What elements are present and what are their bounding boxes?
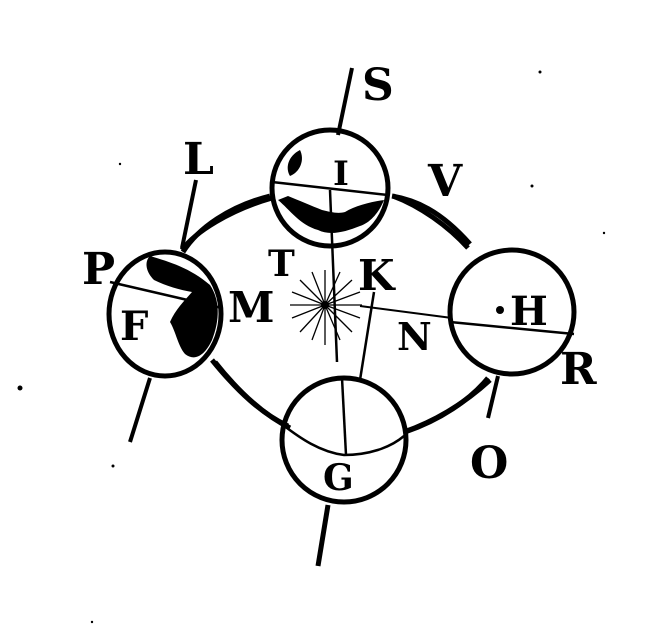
globe-left-land [146,256,218,358]
label-h: H [510,288,548,335]
sun [290,270,362,345]
label-n: N [397,314,432,359]
orbit-ring-left-top [180,193,271,254]
label-l: L [183,134,214,185]
ink-specks [17,70,606,624]
globe-bottom [279,375,409,567]
orbit-ring-right-bottom [403,378,492,435]
orbit-ring-right-top [392,193,470,250]
k-to-g-line [358,291,376,381]
globe-right-dot [496,306,504,314]
label-g: G [323,457,354,499]
label-m: M [228,283,275,332]
globe-right-axis-bottom [486,375,500,419]
label-i: I [333,154,349,194]
label-r: R [560,344,597,395]
globe-right [447,247,577,419]
globe-top-land [278,196,384,233]
globe-bottom-axis-pole [315,504,331,567]
label-f: F [120,303,148,350]
k-to-h-line [359,305,453,319]
label-t: T [268,243,295,285]
label-o: O [470,438,508,489]
globe-left-axis-top [180,179,198,249]
globe-top-axis-pole [336,67,354,136]
globe-left [106,179,224,443]
orbit-ring-left-bottom [210,358,290,429]
globe-top [269,67,391,249]
globe-left-axis-bottom [128,377,152,443]
label-s: S [362,60,394,111]
label-p: P [82,244,115,295]
label-v: V [427,156,463,207]
label-k: K [358,251,396,300]
